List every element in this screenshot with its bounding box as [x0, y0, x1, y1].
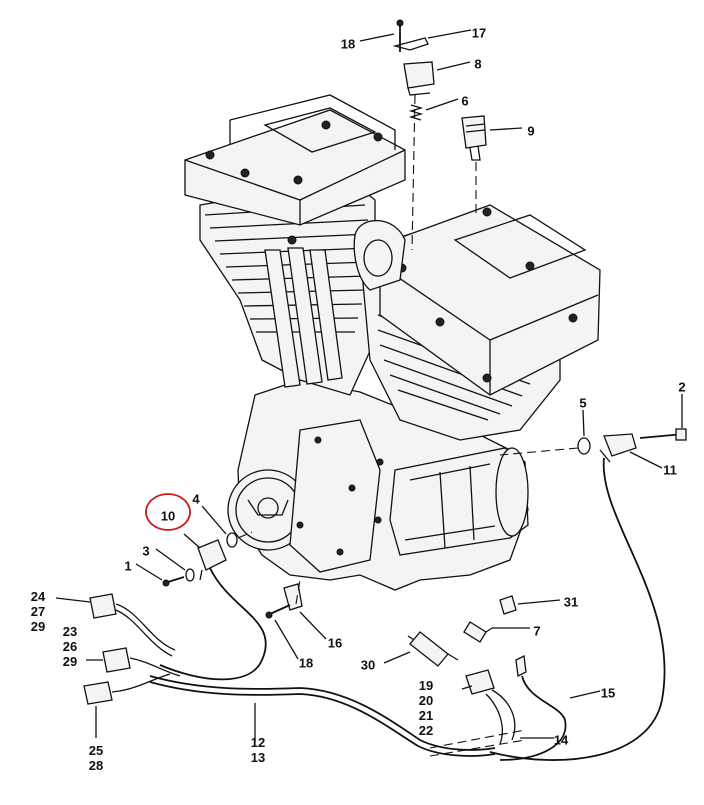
connector-23	[102, 647, 181, 677]
part-sensor-top	[392, 19, 487, 251]
callout-c6: 6	[461, 93, 468, 108]
callout-line: 12	[251, 735, 265, 750]
callout-line: 28	[89, 758, 103, 773]
leader-lines	[55, 29, 683, 742]
callout-c31: 31	[564, 594, 578, 609]
callout-c18b: 18	[299, 655, 313, 670]
connector-25	[83, 673, 171, 705]
part-cap-31	[499, 595, 517, 615]
callout-c7: 7	[533, 623, 540, 638]
wire-15	[499, 655, 567, 761]
callout-c8: 8	[474, 56, 481, 71]
part-bracket-16	[265, 579, 303, 619]
callout-line: 23	[63, 624, 77, 639]
part-sensor-left	[159, 531, 267, 681]
callout-line: 25	[89, 743, 103, 758]
callout-c15: 15	[601, 685, 615, 700]
callout-c4: 4	[192, 491, 200, 506]
callout-c2: 2	[678, 379, 685, 394]
callout-c9: 9	[527, 123, 534, 138]
part-switch-7	[463, 621, 493, 643]
callout-line: 24	[31, 589, 46, 604]
callout-c1: 1	[124, 558, 131, 573]
callout-c18a: 18	[341, 36, 355, 51]
callout-line: 20	[419, 693, 433, 708]
callout-line: 27	[31, 604, 45, 619]
callout-c11: 11	[663, 462, 677, 477]
callout-c16: 16	[328, 635, 342, 650]
callout-c14: 14	[554, 732, 569, 747]
callout-c10: 10	[161, 508, 175, 523]
callout-line: 22	[419, 723, 433, 738]
callout-c17: 17	[472, 25, 486, 40]
connector-24	[89, 593, 176, 657]
callout-line: 21	[419, 708, 433, 723]
callout-line: 13	[251, 750, 265, 765]
callout-c3: 3	[142, 543, 149, 558]
engine-drawing	[184, 94, 601, 591]
callout-line: 19	[419, 678, 433, 693]
highlight-circle	[145, 493, 191, 531]
callout-line: 29	[63, 654, 77, 669]
part-sensor-right	[489, 428, 687, 761]
wire-harness	[149, 675, 526, 757]
part-sender-30	[407, 631, 459, 667]
callout-line: 26	[63, 639, 77, 654]
callout-line: 29	[31, 619, 45, 634]
connector-19	[465, 669, 516, 745]
callout-c30: 30	[361, 657, 375, 672]
callout-c5: 5	[579, 395, 586, 410]
